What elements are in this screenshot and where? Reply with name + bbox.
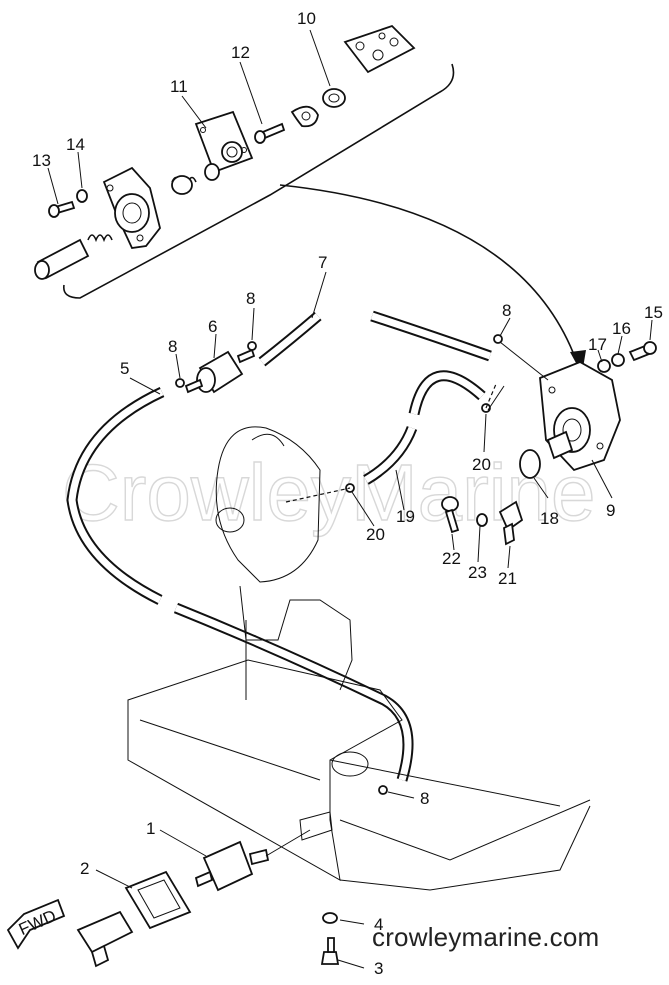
fuel-filter-6 xyxy=(184,348,256,394)
diaphragm-spring xyxy=(171,163,220,195)
screw-15 xyxy=(628,341,657,362)
callout-4: 4 xyxy=(374,915,383,934)
quick-connector xyxy=(76,910,134,968)
callout-20-a: 20 xyxy=(472,455,491,474)
callout-8-b: 8 xyxy=(168,337,177,356)
gasket-2 xyxy=(124,870,192,930)
fwd-arrow: FWD xyxy=(6,898,66,950)
callout-21: 21 xyxy=(498,569,517,588)
washer-14 xyxy=(76,189,88,203)
callout-23: 23 xyxy=(468,563,487,582)
leader-lines xyxy=(47,29,653,969)
hose-clips xyxy=(175,334,503,795)
callout-15: 15 xyxy=(644,303,663,322)
callout-3: 3 xyxy=(374,959,383,978)
pump-body xyxy=(102,166,161,249)
carburetor-engine-outline xyxy=(215,383,497,700)
bolt-22 xyxy=(441,496,460,534)
fuel-hoses xyxy=(66,310,492,782)
bolt-3 xyxy=(320,937,340,965)
callout-9: 9 xyxy=(606,501,615,520)
pump-cover-plate xyxy=(343,24,416,74)
fuel-pump-9 xyxy=(487,341,621,472)
washer-17 xyxy=(597,359,611,373)
fuel-connector-1 xyxy=(194,829,311,892)
callout-16: 16 xyxy=(612,319,631,338)
callout-8-c: 8 xyxy=(502,301,511,320)
callout-2: 2 xyxy=(80,859,89,878)
callout-10: 10 xyxy=(297,9,316,28)
washer-23 xyxy=(476,513,488,527)
washer-16 xyxy=(611,353,625,367)
bottom-cowling-tank xyxy=(127,659,591,891)
callout-6: 6 xyxy=(208,317,217,336)
callout-5: 5 xyxy=(120,359,129,378)
joint-21 xyxy=(498,500,524,546)
washer-4 xyxy=(322,912,338,924)
plunger-spring xyxy=(34,234,113,280)
callout-20-b: 20 xyxy=(366,525,385,544)
site-footer-text: crowleymarine.com xyxy=(372,922,600,952)
callout-8-a: 8 xyxy=(246,289,255,308)
callout-12: 12 xyxy=(231,43,250,62)
callout-13: 13 xyxy=(32,151,51,170)
valve-clip xyxy=(290,105,319,128)
callout-22: 22 xyxy=(442,549,461,568)
callout-19: 19 xyxy=(396,507,415,526)
callout-7: 7 xyxy=(318,253,327,272)
callout-11: 11 xyxy=(170,77,188,96)
callout-18: 18 xyxy=(540,509,559,528)
explode-arrow xyxy=(279,184,577,361)
callout-14: 14 xyxy=(66,135,85,154)
callout-8-d: 8 xyxy=(420,789,429,808)
callout-17: 17 xyxy=(588,335,607,354)
check-valve-ring xyxy=(322,88,346,108)
o-ring-18 xyxy=(519,449,541,479)
screw-12 xyxy=(254,122,286,144)
fuel-pump-exploded-inset xyxy=(34,24,455,299)
screw-13 xyxy=(48,200,76,218)
diaphragm-plate xyxy=(194,110,254,174)
inset-bracket-line xyxy=(63,63,455,299)
callout-1: 1 xyxy=(146,819,155,838)
callout-numbers: 10 12 11 13 14 7 8 6 8 5 8 17 16 15 9 18… xyxy=(32,9,663,978)
